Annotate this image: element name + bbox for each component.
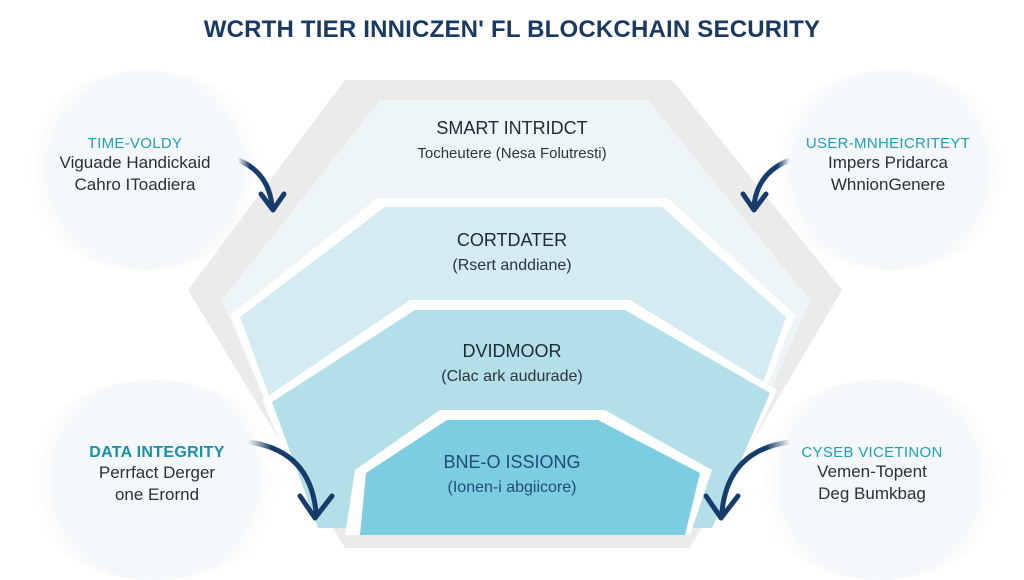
callout-bottom-right-line-1: Vemen-Topent: [817, 462, 927, 481]
arrow-icon-bottom-right: [703, 439, 793, 521]
layer-3-subtitle: (Clac ark audurade): [441, 368, 583, 385]
arrow-icon-bottom-left: [245, 439, 335, 521]
callout-bottom-left-heading: DATA INTEGRITY: [89, 444, 225, 461]
layer-1-subtitle: Tocheutere (Nesa Folutresti): [417, 145, 607, 162]
callout-bottom-right: CYSEB VICETINON Vemen-Topent Deg Bumkbag: [752, 444, 992, 505]
layer-2-label: CORTDATER (Rsert anddiane): [312, 230, 712, 275]
callout-bottom-left-line-1: Perrfact Derger: [98, 463, 216, 482]
callout-top-right-heading: USER-MNHEICRITEYT: [805, 135, 971, 152]
callout-bubble-bottom-right: [750, 380, 1010, 580]
layer-1-heading: SMART INTRIDCT: [436, 118, 588, 138]
layer-2-subtitle: (Rsert anddiane): [452, 257, 572, 274]
callout-top-right: USER-MNHEICRITEYT Impers Pridarca Whnion…: [768, 135, 1008, 196]
layer-4-heading: BNE-O ISSIONG: [443, 452, 581, 472]
layer-3-label: DVIDMOOR (Clac ark audurade): [312, 341, 712, 386]
layer-1-label: SMART INTRIDCT Tocheutere (Nesa Folutres…: [312, 118, 712, 162]
callout-bottom-left: DATA INTEGRITY Perrfact Derger one Erorn…: [37, 444, 277, 506]
callout-top-left: TIME-VOLDY Viguade Handickaid Cahro IToa…: [15, 135, 255, 196]
arrow-icon-top-left: [235, 157, 287, 213]
callout-bubble-top-right: [765, 70, 1015, 270]
callout-bottom-left-line-2: one Erornd: [114, 485, 200, 504]
layer-2-heading: CORTDATER: [456, 230, 568, 250]
callout-bottom-right-line-2: Deg Bumkbag: [818, 484, 926, 503]
callout-top-right-line-1: Impers Pridarca: [828, 153, 948, 172]
callout-top-left-heading: TIME-VOLDY: [87, 135, 183, 152]
callout-bubble-bottom-left: [20, 380, 290, 580]
layer-4-label: BNE-O ISSIONG (Ionen-i abgiicore): [312, 452, 712, 497]
callout-top-left-line-1: Viguade Handickaid: [59, 153, 211, 172]
callout-bottom-right-heading: CYSEB VICETINON: [801, 444, 943, 461]
layer-4-fill: [360, 420, 700, 535]
callout-top-left-line-2: Cahro IToadiera: [74, 175, 196, 194]
layer-4-subtitle: (Ionen-i abgiicore): [447, 479, 577, 496]
diagram-title: WCRTH TIER INNICZEN' FL BLOCKCHAIN SECUR…: [203, 16, 821, 43]
callout-top-right-line-2: WhnionGenere: [830, 175, 946, 194]
layer-3-heading: DVIDMOOR: [462, 341, 562, 361]
arrow-icon-top-right: [740, 157, 793, 213]
